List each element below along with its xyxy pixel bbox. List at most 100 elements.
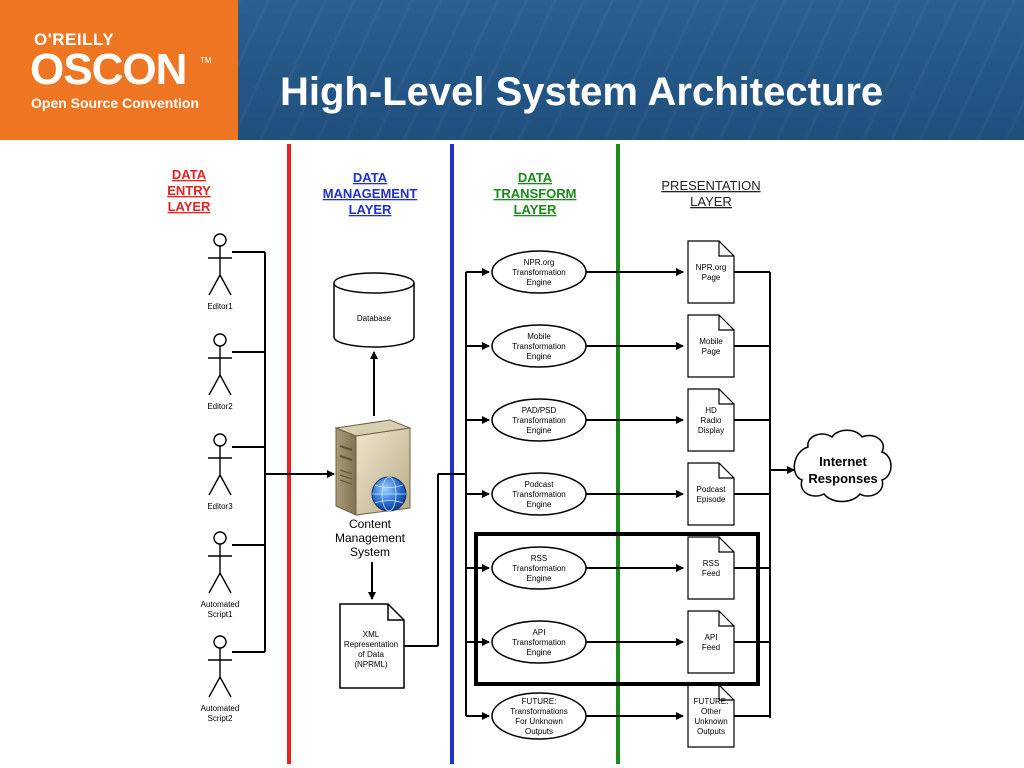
actor-label: Editor1 bbox=[207, 302, 233, 311]
actor-icon bbox=[208, 333, 232, 396]
text-line: Unknown bbox=[694, 717, 727, 726]
text-line: Database bbox=[357, 314, 392, 323]
database-cylinder: Database bbox=[333, 272, 415, 348]
text-line: DATA bbox=[172, 167, 207, 182]
text-line: Engine bbox=[527, 426, 552, 435]
text-line: FUTURE: bbox=[522, 697, 557, 706]
text-line: HD bbox=[705, 406, 717, 415]
text-line: Editor2 bbox=[207, 402, 233, 411]
oscon-logo: O'REILLY OSCON TM Open Source Convention bbox=[0, 0, 238, 140]
text-line: Page bbox=[702, 273, 721, 282]
text-line: Script1 bbox=[208, 610, 233, 619]
output-document bbox=[687, 462, 735, 526]
text-line: DATA bbox=[518, 170, 553, 185]
text-line: FUTURE: bbox=[694, 697, 729, 706]
output-document bbox=[687, 536, 735, 600]
logo-brand: O'REILLY bbox=[34, 30, 115, 49]
text-line: Responses bbox=[808, 471, 877, 486]
text-line: Transformation bbox=[512, 490, 566, 499]
text-line: ENTRY bbox=[167, 183, 211, 198]
text-line: TRANSFORM bbox=[493, 186, 576, 201]
text-line: Engine bbox=[527, 648, 552, 657]
cloud-shape bbox=[793, 429, 892, 503]
text-line: Automated bbox=[201, 600, 240, 609]
text-line: Transformation bbox=[512, 268, 566, 277]
text-line: Automated bbox=[201, 704, 240, 713]
text-line: Engine bbox=[527, 574, 552, 583]
text-line: Outputs bbox=[525, 727, 553, 736]
text-line: Transformation bbox=[512, 416, 566, 425]
text-line: Engine bbox=[527, 352, 552, 361]
text-line: Engine bbox=[527, 278, 552, 287]
actor-icon bbox=[208, 233, 232, 296]
output-bus bbox=[769, 272, 795, 718]
output-document bbox=[687, 684, 735, 748]
text-line: Mobile bbox=[699, 337, 723, 346]
text-line: Page bbox=[702, 347, 721, 356]
text-line: LAYER bbox=[514, 202, 557, 217]
text-line: API bbox=[705, 633, 718, 642]
text-line: Transformation bbox=[512, 638, 566, 647]
actor-icon bbox=[208, 635, 232, 698]
text-line: PRESENTATION bbox=[661, 178, 760, 193]
text-line: Podcast bbox=[525, 480, 555, 489]
text-line: Editor1 bbox=[207, 302, 233, 311]
output-document bbox=[687, 314, 735, 378]
text-line: LAYER bbox=[349, 202, 392, 217]
text-line: API bbox=[533, 628, 546, 637]
actor-connectors bbox=[232, 251, 335, 653]
output-document bbox=[687, 610, 735, 674]
text-line: PAD/PSD bbox=[522, 406, 557, 415]
output-document bbox=[687, 240, 735, 304]
text-line: Transformation bbox=[512, 342, 566, 351]
text-line: Editor3 bbox=[207, 502, 233, 511]
text-line: Transformations bbox=[510, 707, 568, 716]
logo-tagline: Open Source Convention bbox=[31, 95, 200, 111]
logo-trademark: TM bbox=[200, 56, 212, 65]
text-line: Content bbox=[349, 517, 392, 531]
xml-document bbox=[339, 603, 405, 689]
text-line: Internet bbox=[819, 454, 867, 469]
actor-icon bbox=[208, 531, 232, 594]
text-line: XML bbox=[363, 630, 380, 639]
text-line: Radio bbox=[701, 416, 722, 425]
text-line: RSS bbox=[703, 559, 719, 568]
actor-label: Editor2 bbox=[207, 402, 233, 411]
text-line: DATA bbox=[353, 170, 388, 185]
text-line: (NPRML) bbox=[354, 660, 388, 669]
text-line: Representation bbox=[344, 640, 398, 649]
text-line: LAYER bbox=[168, 199, 211, 214]
slide-title: High-Level System Architecture bbox=[280, 70, 884, 114]
text-line: System bbox=[350, 545, 390, 559]
text-line: Podcast bbox=[697, 485, 727, 494]
actor-icon bbox=[208, 433, 232, 496]
text-line: Feed bbox=[702, 643, 720, 652]
text-line: Episode bbox=[697, 495, 726, 504]
text-line: Feed bbox=[702, 569, 720, 578]
text-line: Management bbox=[335, 531, 406, 545]
text-line: Script2 bbox=[208, 714, 233, 723]
text-line: NPR.org bbox=[524, 258, 555, 267]
logo-name: OSCON bbox=[30, 45, 187, 94]
